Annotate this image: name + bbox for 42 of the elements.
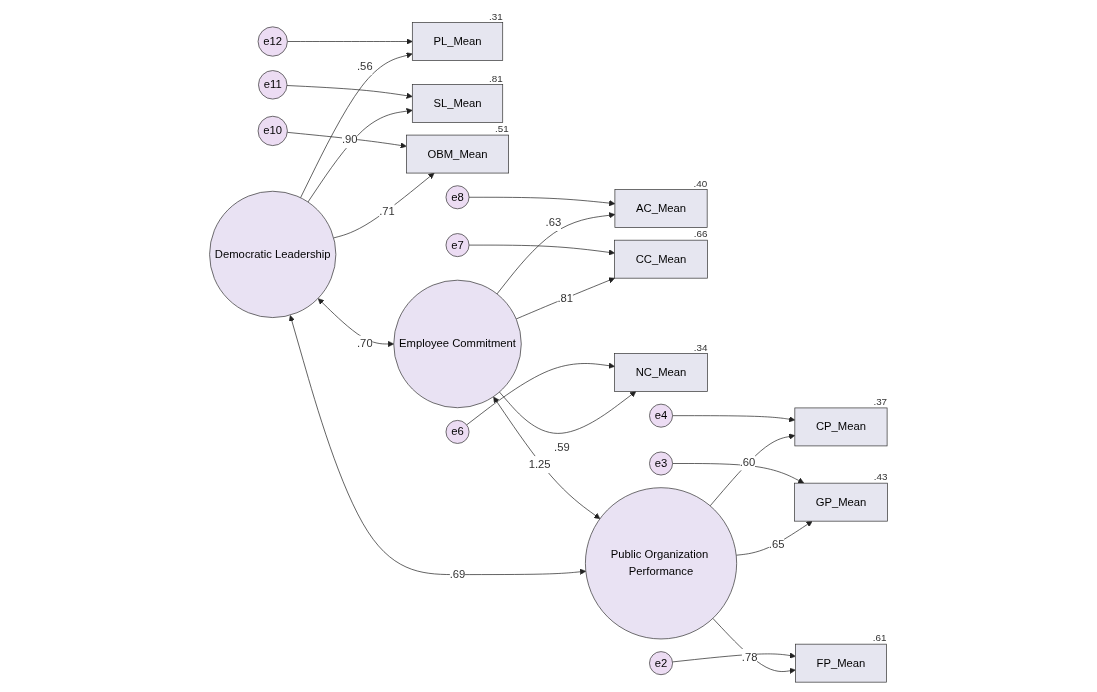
node-circle: e3 [649,451,673,476]
edge-label: .70 [356,337,373,350]
edge-label: .59 [554,441,570,453]
node-circle: e11 [258,70,288,100]
node-value: .81 [489,72,503,84]
node-circle: e6 [445,420,470,444]
node-box: NC_Mean [614,353,708,392]
node-value: .31 [489,10,503,22]
node-circle: e2 [649,651,673,676]
node-box: CC_Mean [614,239,708,279]
node-circle: Public Organization Performance [585,487,737,640]
edge-label: .69 [449,568,466,581]
edge-label: .65 [768,538,785,551]
node-value: .34 [693,341,708,353]
node-box: AC_Mean [614,189,708,228]
edge-label: 1.25 [528,458,551,471]
node-value: .43 [873,471,888,483]
node-value: .37 [873,396,888,408]
node-circle: e12 [257,26,288,57]
node-value: .51 [495,123,509,135]
edge-label: .71 [379,205,395,218]
node-circle: e10 [257,115,288,146]
node-box: OBM_Mean [406,134,509,174]
node-box: SL_Mean [411,84,504,123]
edge-label: .56 [356,60,373,73]
node-value: .40 [693,177,708,189]
edge-label: .63 [545,216,562,229]
edge-label: .81 [557,291,574,304]
node-box: CP_Mean [794,407,888,447]
edge-label: .90 [341,133,358,146]
node-box: PL_Mean [411,22,504,61]
node-circle: e8 [445,185,470,210]
edge-label: .78 [741,651,758,664]
node-value: .61 [872,632,887,644]
node-circle: Employee Commitment [393,279,522,409]
edge-label: .60 [739,455,756,468]
node-value: .66 [693,228,708,240]
node-box: GP_Mean [794,482,888,522]
node-circle: e4 [649,403,673,428]
node-circle: Democratic Leadership [209,190,337,318]
node-box: FP_Mean [795,643,887,683]
node-circle: e7 [445,233,470,257]
